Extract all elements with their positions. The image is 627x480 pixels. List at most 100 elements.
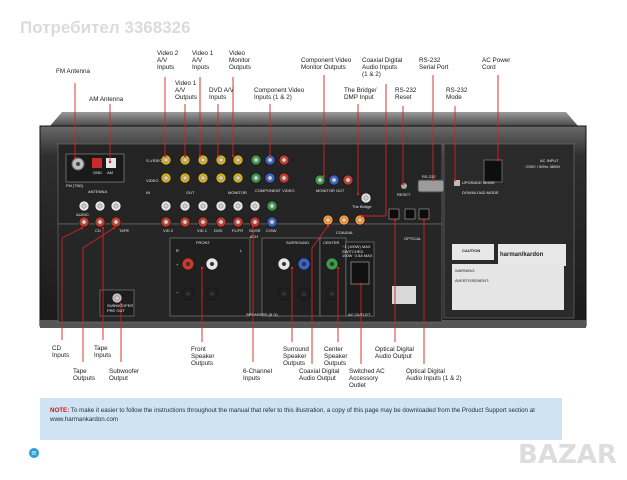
rs232-serial-port — [417, 179, 445, 193]
leader-line-20 — [82, 227, 115, 249]
speaker-binding-posts — [181, 257, 339, 301]
comp2-pb-jack-center — [267, 175, 273, 181]
chassis-top — [50, 112, 578, 126]
callout-center-speaker-outputs: Center Speaker Outputs — [324, 346, 348, 368]
panel-plus-text: + — [176, 262, 179, 267]
panel-vid2-text: VID 2 — [163, 228, 174, 233]
vid1-in-audio-right-jack-center — [200, 219, 206, 225]
callout-rs232-reset: RS-232 Reset — [395, 87, 417, 102]
panel-slsr-text: SL/SR — [249, 228, 261, 233]
leader-end-24 — [359, 282, 363, 286]
panel-coaxial-text: COAXIAL — [336, 230, 354, 235]
leader-end-2 — [163, 154, 167, 158]
panel-speaker-l-text: L — [240, 248, 243, 253]
panel-center-text: CENTER — [323, 240, 340, 245]
monitor-y-jack-center — [317, 177, 323, 183]
surround-right-minus-post-hole — [302, 292, 306, 296]
leader-end-4 — [183, 154, 187, 158]
panel-csw-text: C/SW — [266, 228, 277, 233]
panel-switched-rating-text: ~1 (100W) MAX SWITCHED 100W 0.5A MAX — [342, 244, 373, 258]
leader-end-18 — [119, 302, 123, 306]
dvd-video-jack-center — [218, 175, 224, 181]
note-text: To make it easier to follow the instruct… — [70, 407, 535, 414]
leader-end-25 — [393, 218, 397, 222]
leader-end-16 — [101, 226, 105, 230]
subwoofer-jack-center — [114, 295, 120, 301]
leader-end-3 — [198, 154, 202, 158]
panel-am-text: AM — [107, 170, 113, 175]
callout-tape-inputs: Tape Inputs — [94, 345, 112, 360]
6ch-sr-jack-center — [252, 219, 258, 225]
panel-subwoofer-text: SUBWOOFER PRE OUT — [107, 303, 134, 313]
dvd-audio-right-jack-center — [218, 219, 224, 225]
panel-vid1-text: VID 1 — [197, 228, 208, 233]
page-badge: ≡ — [29, 448, 39, 458]
vid2-video-jack-center — [163, 175, 169, 181]
callout-optical-digital-audio-inputs: Optical Digital Audio Inputs (1 & 2) — [406, 368, 462, 383]
panel-ac-input-text: AC INPUT — [540, 158, 559, 163]
note-url[interactable]: www.harmankardon.com — [50, 416, 119, 423]
coax-in2-jack-center — [357, 217, 363, 223]
panel-flfr-text: FL/FR — [232, 228, 244, 233]
leader-end-19 — [200, 266, 204, 270]
vid1-in-audio-left-jack-center — [200, 203, 206, 209]
panel-out-text: OUT — [186, 190, 195, 195]
panel-optical-text: OPTICAL — [404, 236, 422, 241]
panel-ac-input-spec-text: ~230V / 50Hz 380W — [524, 164, 560, 169]
callout-bridge-dmp-input: The Bridge/ DMP Input — [344, 87, 377, 102]
cd-right-jack-center — [81, 219, 87, 225]
callout-coaxial-digital-audio-inputs: Coaxial Digital Audio Inputs (1 & 2) — [362, 57, 403, 79]
chassis-foot — [40, 320, 586, 328]
leader-lines — [61, 75, 499, 364]
comp2-pr-jack-center — [281, 175, 287, 181]
vid1-out-svideo-jack-center — [182, 157, 188, 163]
monitor-video-jack-center — [235, 175, 241, 181]
vid1-out-audio-left-jack-center — [182, 203, 188, 209]
monitor-svideo-jack-center — [235, 157, 241, 163]
gnd-terminal — [92, 158, 102, 168]
6ch-fl-jack-center — [235, 203, 241, 209]
callout-6-channel-inputs: 6-Channel Inputs — [243, 368, 273, 383]
tape-in-right-jack-center — [97, 219, 103, 225]
leader-end-23 — [336, 266, 340, 270]
am-terminal — [106, 158, 116, 168]
panel-monitor-text: MONITOR — [228, 190, 247, 195]
rs232-mode-switch — [454, 180, 460, 186]
vid2-svideo-jack-center — [163, 157, 169, 163]
front-right-minus-post-hole — [186, 292, 190, 296]
monitor-pr-jack-center — [345, 177, 351, 183]
panel-antenna-text: ANTENNA — [88, 189, 108, 194]
callout-dvd-av-inputs: DVD A/V Inputs — [209, 87, 234, 102]
callout-subwoofer-output: Subwoofer Output — [109, 368, 140, 383]
leader-end-22 — [326, 224, 330, 228]
dvd-svideo-jack-center — [218, 157, 224, 163]
panel-component-video-text: COMPONENT VIDEO — [255, 188, 295, 193]
panel-speaker-r-text: R — [176, 248, 179, 253]
callout-video-monitor-outputs: Video Monitor Outputs — [229, 50, 252, 72]
panel-download-mode-text: DOWNLOAD MODE — [462, 190, 499, 195]
leader-end-15 — [80, 226, 84, 230]
panel-brand-text: harman/kardon — [500, 252, 544, 258]
panel-monitor-out-text: MONITOR OUT — [316, 188, 345, 193]
optical-out-port — [388, 208, 400, 220]
6ch-c-jack-center — [269, 203, 275, 209]
callout-am-antenna: AM Antenna — [89, 96, 124, 103]
leader-end-14 — [496, 158, 500, 162]
front-speaker-block — [169, 237, 251, 317]
leader-end-20 — [251, 224, 255, 228]
panel-surround-text: SURROUND — [286, 240, 310, 245]
vid1-out-video-jack-center — [182, 175, 188, 181]
leader-end-6 — [216, 154, 220, 158]
vid1-out-audio-right-jack-center — [182, 219, 188, 225]
front-left-minus-post-hole — [210, 292, 214, 296]
callout-front-speaker-outputs: Front Speaker Outputs — [191, 346, 215, 368]
callout-rs232-mode: RS-232 Mode — [446, 87, 468, 102]
callout-rs232-serial-port: RS-232 Serial Port — [419, 57, 449, 72]
panel-the-bridge-text: The Bridge — [352, 204, 372, 209]
front-right-plus-post-hole — [186, 262, 190, 266]
panel-rs232-text: RS-232 — [422, 174, 436, 179]
callout-optical-digital-audio-output: Optical Digital Audio Output — [375, 346, 414, 361]
leader-end-7 — [268, 154, 272, 158]
comp1-pb-jack-center — [267, 157, 273, 163]
